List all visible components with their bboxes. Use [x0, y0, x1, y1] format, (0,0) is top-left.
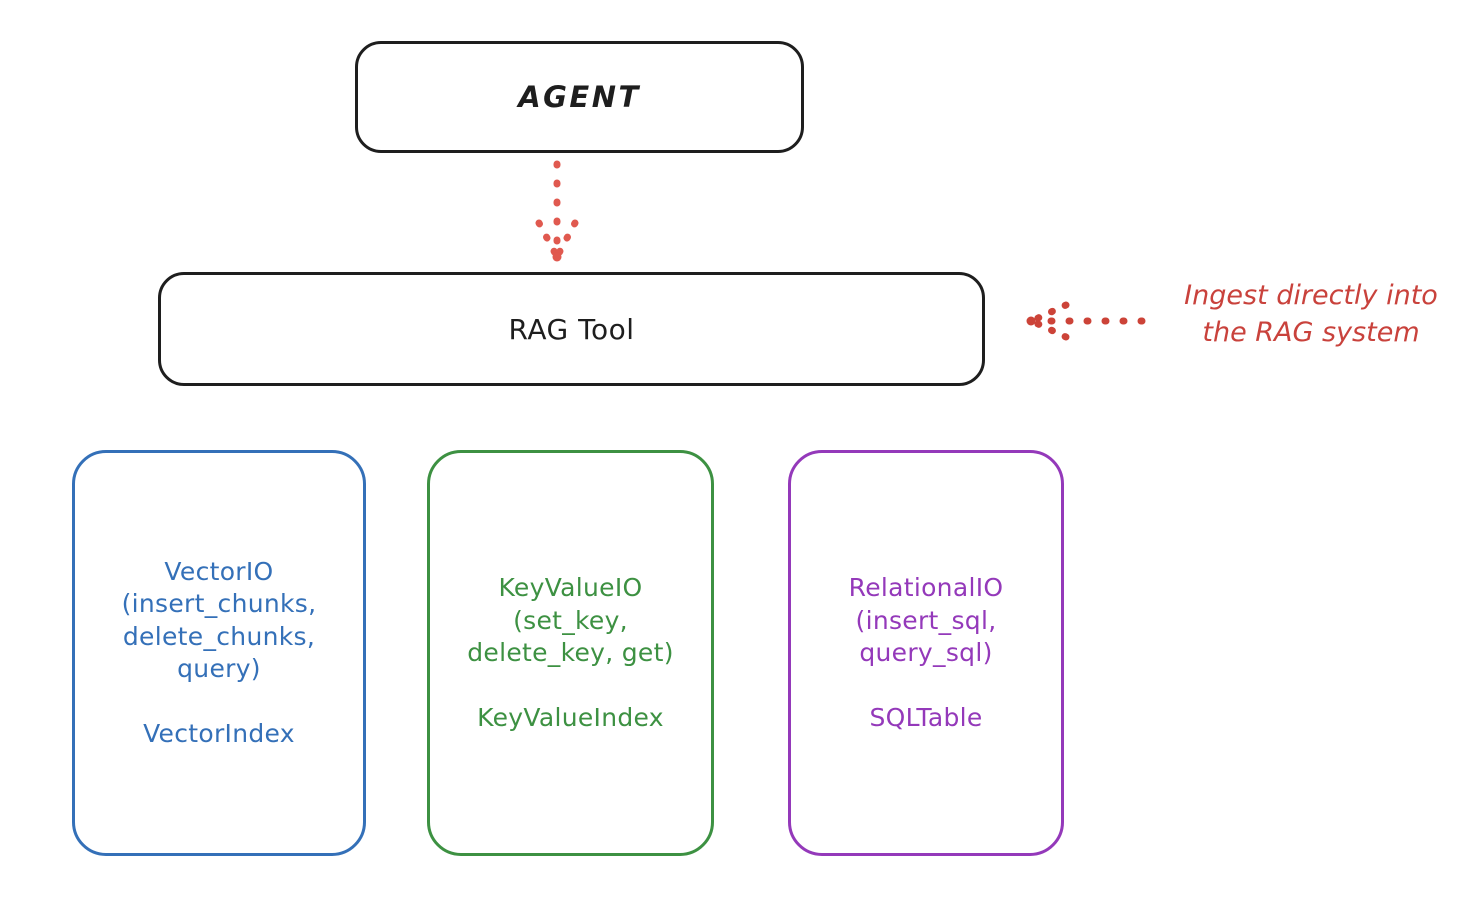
annotation-ingest-note: Ingest directly into the RAG system [1184, 280, 1438, 348]
node-agent-label: AGENT [518, 80, 641, 114]
node-vector-io-index: VectorIndex [143, 718, 295, 748]
node-key-value-io-title: KeyValueIO (set_key, delete_key, get) [467, 573, 674, 667]
node-key-value-io-index: KeyValueIndex [477, 702, 664, 732]
node-vector-io[interactable]: VectorIO (insert_chunks, delete_chunks, … [72, 450, 366, 856]
node-vector-io-title: VectorIO (insert_chunks, delete_chunks, … [121, 556, 317, 684]
node-rag-tool[interactable]: RAG Tool [158, 272, 985, 386]
dotted-left-arrow-icon [1026, 301, 1146, 341]
dotted-down-arrow-icon [535, 160, 579, 262]
connector-note-to-rag-tool [1018, 296, 1146, 346]
node-relational-io[interactable]: RelationalIO (insert_sql, query_sql) SQL… [788, 450, 1064, 856]
node-relational-io-title: RelationalIO (insert_sql, query_sql) [848, 573, 1004, 667]
node-agent[interactable]: AGENT [355, 41, 804, 153]
connector-agent-to-rag-tool [508, 160, 608, 272]
node-relational-io-index: SQLTable [869, 702, 983, 732]
node-key-value-io[interactable]: KeyValueIO (set_key, delete_key, get) Ke… [427, 450, 714, 856]
node-rag-tool-label: RAG Tool [508, 312, 635, 346]
